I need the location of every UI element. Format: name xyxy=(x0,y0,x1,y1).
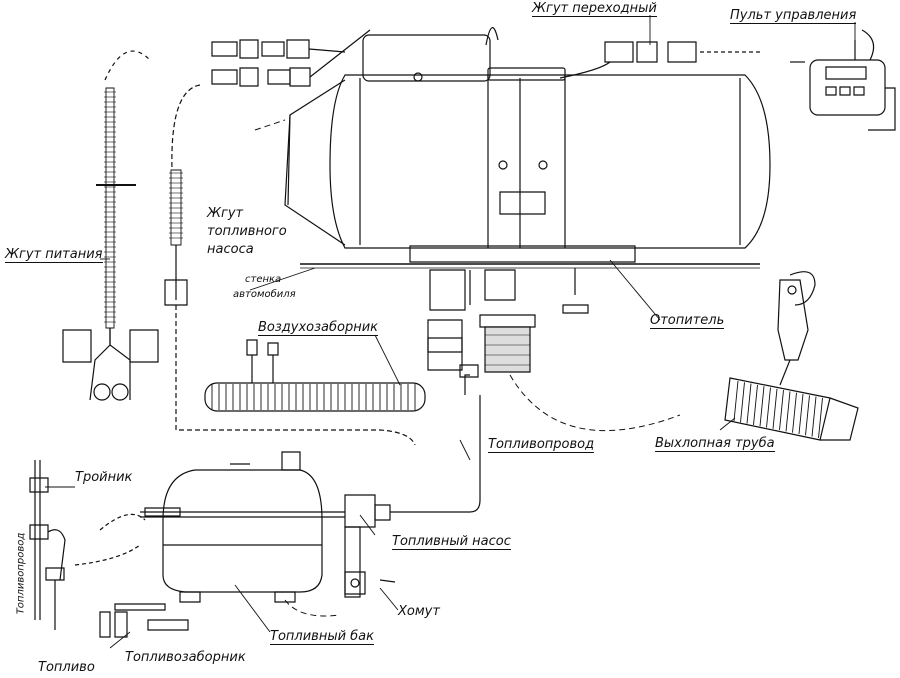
power-harness xyxy=(63,51,158,400)
label-fuel-intake: Топливозаборник xyxy=(125,650,246,665)
heater-top-cap xyxy=(363,35,490,81)
transition-harness-connectors xyxy=(212,30,760,86)
heater-under-parts xyxy=(428,268,588,372)
tee-and-intake xyxy=(30,460,188,637)
label-harness-transition: Жгут переходный xyxy=(532,1,657,17)
label-wall-1: стенка xyxy=(245,274,282,285)
fuel-lines xyxy=(140,365,480,597)
vehicle-wall xyxy=(250,264,760,290)
heater-base-flange xyxy=(410,246,635,262)
label-fuel-line: Топливопровод xyxy=(488,437,595,453)
label-tee: Тройник xyxy=(75,470,133,485)
label-pump-harness-2: топливного xyxy=(207,224,287,239)
label-exhaust-pipe: Выхлопная труба xyxy=(655,436,775,452)
label-pump-harness-1: Жгут xyxy=(207,206,244,221)
leader-lines xyxy=(45,15,855,648)
label-fuel-pump: Топливный насос xyxy=(392,534,511,550)
pump-harness xyxy=(165,85,415,445)
control-panel-device xyxy=(790,30,895,130)
heater-front-cone xyxy=(285,80,345,245)
air-intake-hose xyxy=(205,340,425,411)
label-heater: Отопитель xyxy=(650,313,725,329)
heater-unit xyxy=(285,28,770,262)
label-control-panel: Пульт управления xyxy=(730,8,857,24)
label-vertical-fuel-line: Топливопровод xyxy=(15,532,27,615)
exhaust-pipe xyxy=(725,272,858,440)
fuel-tank xyxy=(145,452,322,602)
heater-body xyxy=(330,75,770,248)
dashed-routes xyxy=(255,120,680,616)
label-air-intake: Воздухозаборник xyxy=(258,320,379,336)
label-clamp: Хомут xyxy=(398,604,440,619)
label-pump-harness-3: насоса xyxy=(207,242,254,257)
label-wall-2: автомобиля xyxy=(233,289,296,300)
label-power-harness: Жгут питания xyxy=(5,247,103,263)
label-fuel-tank: Топливный бак xyxy=(270,629,374,645)
label-fuel: Топливо xyxy=(38,660,95,675)
